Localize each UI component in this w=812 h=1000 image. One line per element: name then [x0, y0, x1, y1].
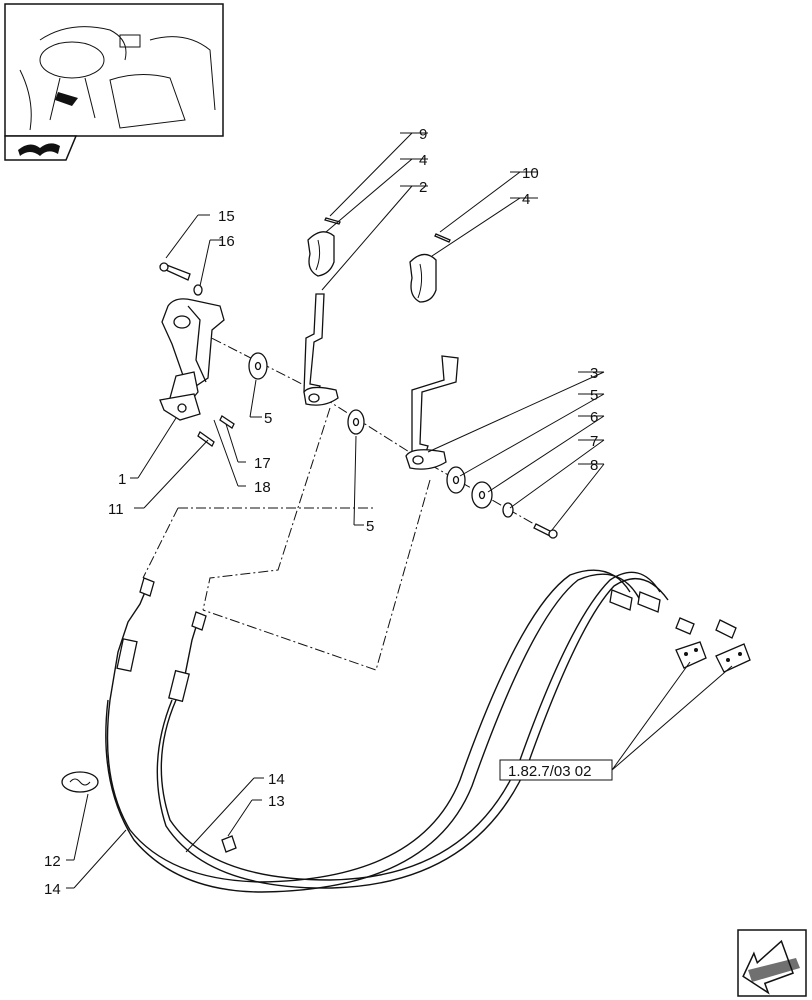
callout-10: 10: [522, 165, 539, 182]
end-fitting-left: [675, 641, 707, 669]
assembly-line-mid: [202, 407, 331, 611]
callout-5a: 5: [590, 387, 598, 404]
callout-13: 13: [268, 793, 285, 810]
leader-lines: [66, 132, 733, 889]
pin-17-18: [197, 415, 235, 447]
callout-labels: 9 4 2 10 4 15 16 3 5 6 7 8 5 5 1 17 11 1…: [44, 126, 598, 898]
reference-link[interactable]: 1.82.7/03 02: [499, 759, 613, 781]
callout-7: 7: [590, 433, 598, 450]
bolt-15: [159, 262, 191, 281]
washer-5b: [347, 409, 365, 435]
assembly-line-left: [142, 507, 376, 579]
knob-right: [409, 253, 437, 303]
callout-5c: 5: [366, 518, 374, 535]
washer-5a: [248, 352, 268, 380]
pin-9: [324, 217, 341, 225]
callout-14a: 14: [268, 771, 285, 788]
control-cables: [105, 569, 737, 893]
callout-8: 8: [590, 457, 598, 474]
callout-5b: 5: [264, 410, 272, 427]
washer-5c: [446, 466, 466, 494]
assembly-line-upper: [179, 321, 549, 533]
tractor-cab-thumbnail-icon: [4, 3, 224, 137]
reference-label[interactable]: 1.82.7/03 02: [508, 763, 591, 780]
callout-4b: 4: [522, 191, 530, 208]
bracket-part: [159, 298, 225, 421]
callout-14b: 14: [44, 881, 61, 898]
lever-3: [405, 355, 459, 470]
callout-4a: 4: [419, 152, 427, 169]
open-book-icon: [4, 135, 78, 161]
washer-16: [193, 284, 203, 296]
callout-16: 16: [218, 233, 235, 250]
callout-12: 12: [44, 853, 61, 870]
bolt-8: [533, 523, 558, 539]
callout-18: 18: [254, 479, 271, 496]
clip-13: [221, 835, 237, 853]
callout-15: 15: [218, 208, 235, 225]
washer-7: [502, 502, 514, 518]
grommet-12: [61, 771, 99, 793]
callout-17: 17: [254, 455, 271, 472]
pin-10: [434, 233, 451, 243]
callout-1: 1: [118, 471, 126, 488]
assembly-line-right: [202, 479, 431, 671]
callout-11: 11: [108, 501, 124, 518]
washer-6: [471, 481, 493, 509]
next-page-arrow-icon[interactable]: [736, 929, 807, 999]
lever-2: [303, 293, 339, 406]
callout-2: 2: [419, 179, 427, 196]
knob-left: [307, 231, 335, 277]
end-fitting-right: [715, 643, 751, 673]
callout-6: 6: [590, 409, 598, 426]
callout-3: 3: [590, 365, 598, 382]
callout-9: 9: [419, 126, 427, 143]
